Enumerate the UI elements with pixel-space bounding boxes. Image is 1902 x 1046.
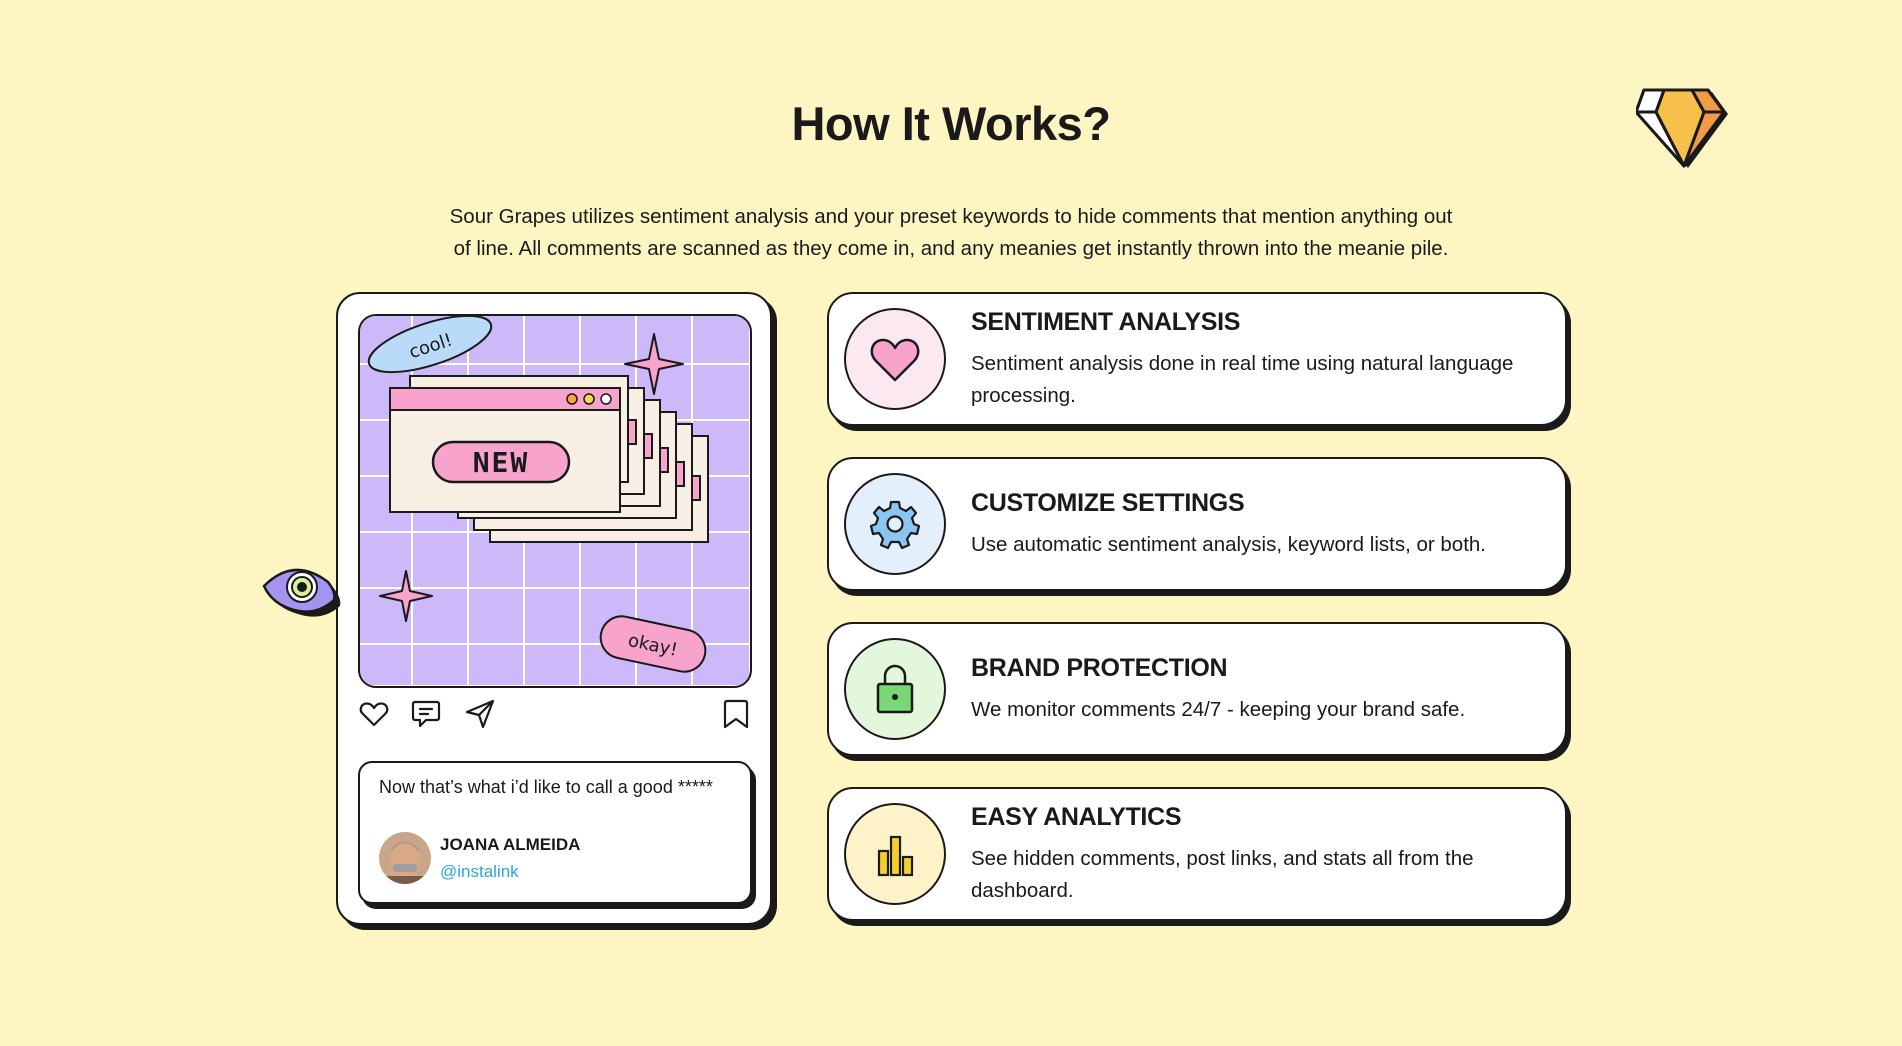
feature-icon-circle [844, 803, 946, 905]
feature-card-brand-protection: BRAND PROTECTION We monitor comments 24/… [827, 622, 1567, 756]
feature-title: BRAND PROTECTION [971, 654, 1228, 682]
feature-title: SENTIMENT ANALYSIS [971, 308, 1241, 336]
feature-card-sentiment-analysis: SENTIMENT ANALYSIS Sentiment analysis do… [827, 292, 1567, 426]
page-title: How It Works? [791, 97, 1111, 150]
bar-chart-icon [877, 835, 914, 877]
comment-text: Now that’s what i’d like to call a good … [379, 777, 713, 797]
lock-icon [876, 664, 914, 714]
diamond-icon [1636, 88, 1728, 168]
feature-card-customize-settings: CUSTOMIZE SETTINGS Use automatic sentime… [827, 457, 1567, 591]
feature-description: We monitor comments 24/7 - keeping your … [971, 698, 1466, 721]
comment-icon[interactable] [410, 698, 442, 730]
post-image[interactable]: NEW cool! okay! [358, 314, 752, 688]
bookmark-icon[interactable] [720, 698, 752, 730]
post-actions [358, 698, 752, 734]
avatar[interactable] [379, 832, 431, 884]
feature-icon-circle [844, 308, 946, 410]
feature-description: Use automatic sentiment analysis, keywor… [971, 533, 1486, 556]
heart-icon[interactable] [358, 698, 390, 730]
feature-icon-circle [844, 638, 946, 740]
feature-title: EASY ANALYTICS [971, 803, 1182, 831]
send-icon[interactable] [464, 698, 496, 730]
commenter-name: JOANA ALMEIDA [440, 835, 581, 854]
comment-card: Now that’s what i’d like to call a good … [358, 761, 752, 904]
gear-icon [869, 500, 921, 550]
heart-icon [870, 338, 920, 382]
eye-icon [262, 568, 341, 617]
feature-description: See hidden comments, post links, and sta… [971, 847, 1474, 902]
commenter-handle[interactable]: @instalink [440, 862, 519, 881]
feature-title: CUSTOMIZE SETTINGS [971, 489, 1245, 517]
feature-description: Sentiment analysis done in real time usi… [971, 352, 1514, 407]
page-subtitle: Sour Grapes utilizes sentiment analysis … [449, 205, 1453, 260]
feature-card-easy-analytics: EASY ANALYTICS See hidden comments, post… [827, 787, 1567, 921]
new-sticker-text: NEW [473, 446, 530, 479]
feature-icon-circle [844, 473, 946, 575]
post-card: NEW cool! okay! [336, 292, 772, 925]
